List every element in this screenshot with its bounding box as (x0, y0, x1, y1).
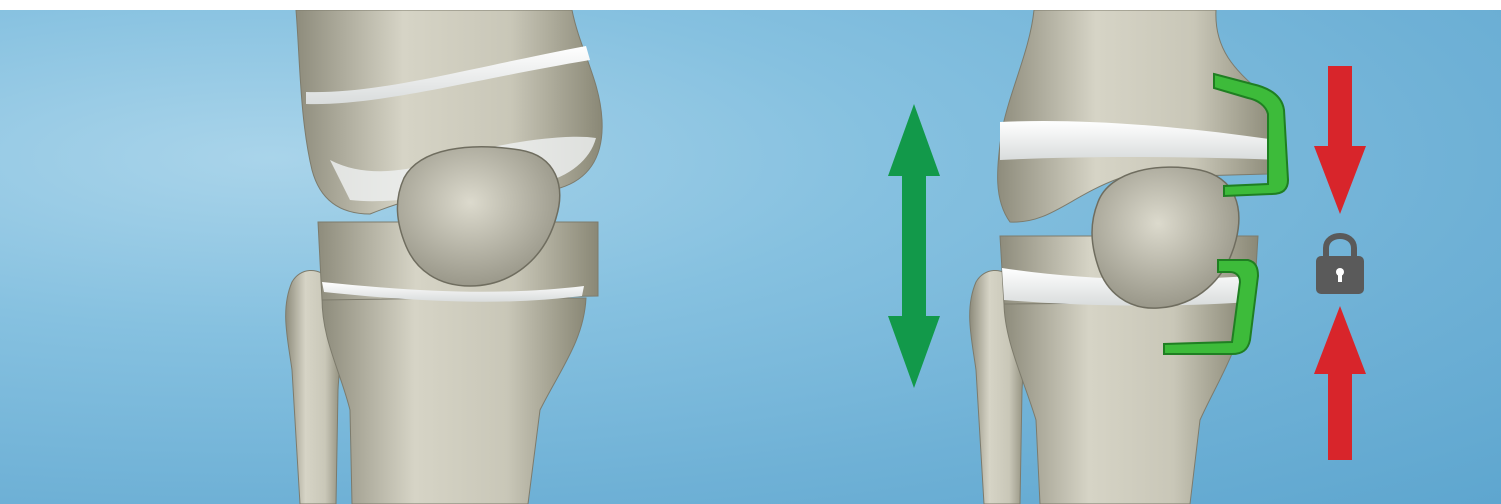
left-tibia (322, 298, 586, 504)
right-knee (970, 10, 1288, 504)
figure-canvas (0, 10, 1501, 504)
compression-arrow-up-icon (1314, 306, 1366, 460)
left-knee (286, 10, 602, 504)
right-tibia (1004, 302, 1246, 504)
figure-svg (0, 10, 1501, 504)
double-headed-arrow-icon (888, 104, 940, 388)
compression-arrow-down-icon (1314, 66, 1366, 214)
lock-icon (1316, 236, 1364, 294)
